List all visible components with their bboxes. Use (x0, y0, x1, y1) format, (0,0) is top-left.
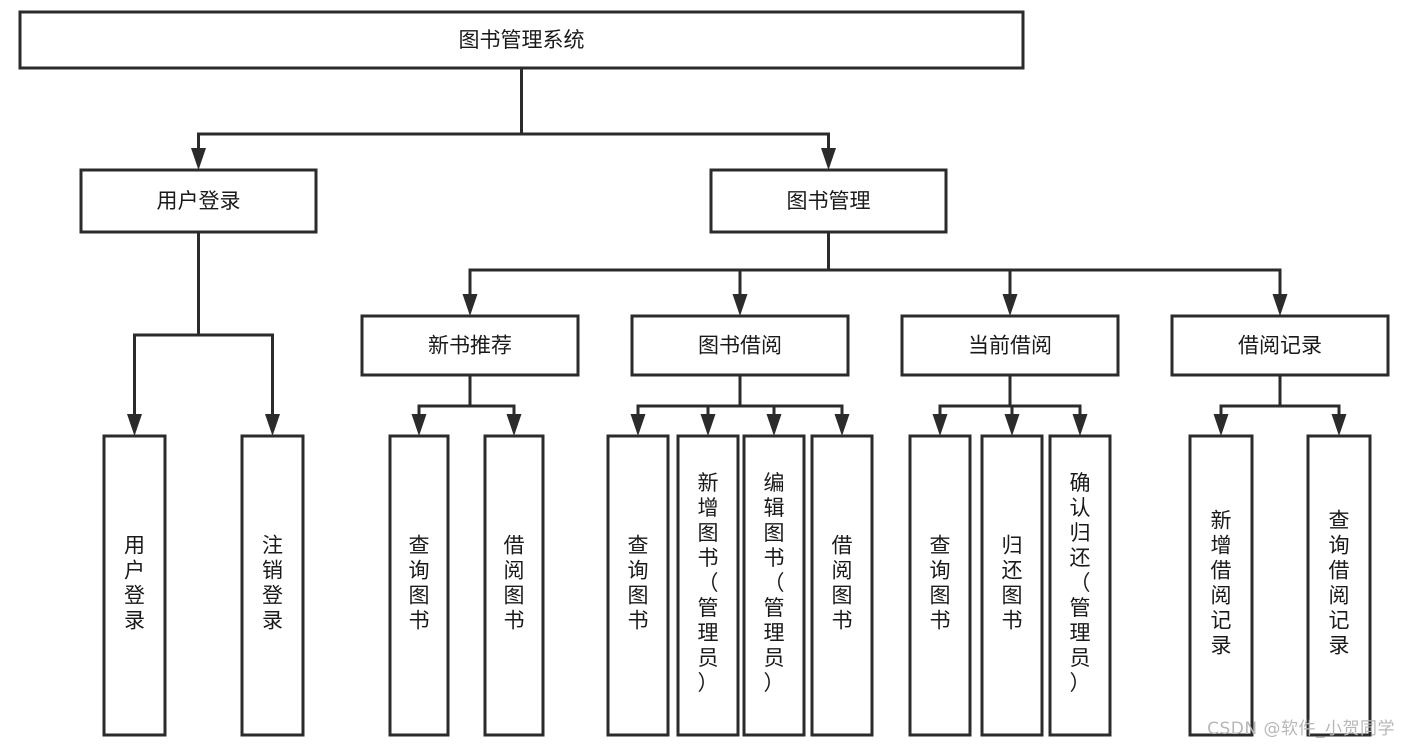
node-label: 借阅记录 (1238, 334, 1322, 358)
node-box (742, 434, 806, 737)
node-level2[interactable]: 图书借阅 (630, 314, 850, 377)
node-box (676, 434, 740, 737)
node-level2[interactable]: 借阅记录 (1170, 314, 1390, 377)
connector-layer (127, 66, 1347, 436)
arrowhead-icon (1272, 294, 1288, 316)
arrowhead-icon (265, 414, 280, 436)
watermark-label: CSDN @软件_小贺同学 (1207, 719, 1395, 739)
arrowhead-icon (766, 414, 782, 436)
arrowhead-icon (630, 414, 646, 436)
connector-group (191, 66, 836, 170)
node-box (1048, 434, 1112, 737)
arrowhead-icon (506, 414, 522, 436)
arrowhead-icon (1331, 414, 1347, 436)
node-leaf[interactable]: 新增图书（管理员） (676, 434, 740, 737)
node-label: 查询图书 (930, 534, 951, 633)
node-label: 当前借阅 (968, 334, 1052, 358)
node-box (360, 314, 580, 377)
node-root[interactable]: 图书管理系统 (18, 10, 1025, 70)
connector-group (127, 230, 280, 436)
node-label: 新书推荐 (428, 334, 512, 358)
node-leaf[interactable]: 查询借阅记录 (1306, 434, 1372, 737)
node-box (908, 434, 972, 737)
connector-group (630, 373, 850, 436)
node-label: 归还图书 (1002, 534, 1023, 633)
node-box (810, 434, 874, 737)
node-label: 注销登录 (262, 534, 283, 633)
node-leaf[interactable]: 新增借阅记录 (1188, 434, 1254, 737)
node-label: 查询图书 (628, 534, 649, 633)
arrowhead-icon (821, 148, 836, 170)
node-label: 借阅图书 (504, 534, 525, 633)
node-box (18, 10, 1025, 70)
node-label: 新增借阅记录 (1211, 509, 1232, 658)
arrowhead-icon (1213, 414, 1229, 436)
node-label: 图书管理 (787, 189, 871, 213)
node-label: 用户登录 (124, 534, 145, 633)
node-level2[interactable]: 新书推荐 (360, 314, 580, 377)
arrowhead-icon (834, 414, 850, 436)
arrowhead-icon (1072, 414, 1088, 436)
connector-group (411, 373, 522, 436)
node-leaf[interactable]: 查询图书 (606, 434, 670, 737)
node-leaf[interactable]: 确认归还（管理员） (1048, 434, 1112, 737)
node-leaf[interactable]: 借阅图书 (483, 434, 545, 737)
arrowhead-icon (127, 414, 142, 436)
node-label: 查询借阅记录 (1329, 509, 1350, 658)
node-box (388, 434, 450, 737)
arrowhead-icon (1002, 294, 1018, 316)
arrowhead-icon (732, 294, 748, 316)
arrowhead-icon (462, 294, 478, 316)
arrowhead-icon (1004, 414, 1020, 436)
connector-group (932, 373, 1088, 436)
node-leaf[interactable]: 用户登录 (102, 434, 167, 737)
node-label: 借阅图书 (832, 534, 853, 633)
node-label: 图书借阅 (698, 334, 782, 358)
node-label: 新增图书（管理员） (698, 471, 719, 695)
arrowhead-icon (191, 148, 206, 170)
node-layer: 图书管理系统用户登录图书管理新书推荐图书借阅当前借阅借阅记录用户登录注销登录查询… (18, 10, 1390, 737)
node-box (483, 434, 545, 737)
node-box (900, 314, 1120, 377)
node-leaf[interactable]: 借阅图书 (810, 434, 874, 737)
node-box (1170, 314, 1390, 377)
node-box (709, 168, 948, 234)
node-box (1306, 434, 1372, 737)
node-box (1188, 434, 1254, 737)
connector-group (1213, 373, 1347, 436)
node-box (79, 168, 318, 234)
node-label: 用户登录 (157, 189, 241, 213)
node-box (102, 434, 167, 737)
node-level1[interactable]: 图书管理 (709, 168, 948, 234)
node-leaf[interactable]: 查询图书 (388, 434, 450, 737)
node-leaf[interactable]: 归还图书 (980, 434, 1044, 737)
node-label: 编辑图书（管理员） (764, 471, 785, 695)
node-label: 图书管理系统 (459, 28, 585, 52)
arrowhead-icon (932, 414, 948, 436)
connector-group (462, 230, 1288, 316)
node-box (630, 314, 850, 377)
node-leaf[interactable]: 编辑图书（管理员） (742, 434, 806, 737)
node-box (606, 434, 670, 737)
node-leaf[interactable]: 注销登录 (240, 434, 305, 737)
node-label: 确认归还（管理员） (1070, 471, 1091, 695)
arrowhead-icon (411, 414, 427, 436)
node-leaf[interactable]: 查询图书 (908, 434, 972, 737)
node-label: 查询图书 (409, 534, 430, 633)
arrowhead-icon (700, 414, 716, 436)
node-level2[interactable]: 当前借阅 (900, 314, 1120, 377)
node-level1[interactable]: 用户登录 (79, 168, 318, 234)
node-box (980, 434, 1044, 737)
node-box (240, 434, 305, 737)
